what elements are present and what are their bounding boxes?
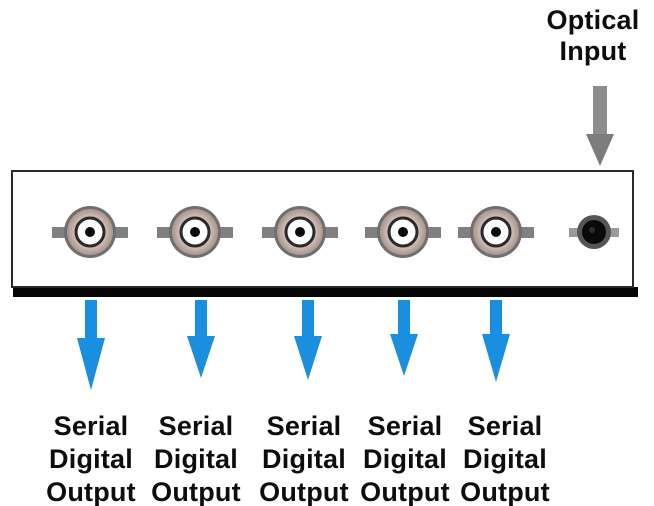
bnc-connector-3 (262, 206, 338, 258)
output-arrow-1 (77, 300, 105, 390)
panel-shadow (13, 287, 638, 297)
bnc-connector-2 (157, 206, 233, 258)
output-label-line2: Digital (49, 444, 133, 474)
bnc-connector-1 (52, 206, 128, 258)
output-label-line3: Output (151, 477, 241, 506)
output-arrow-2 (187, 300, 215, 378)
serial-digital-output-label-2: Serial Digital Output (131, 410, 261, 506)
bnc-connector-4 (365, 206, 441, 258)
optical-input-arrow (586, 86, 614, 166)
bnc-connector-5 (458, 206, 534, 258)
optical-input-label: Optical Input (528, 5, 654, 67)
output-label-line2: Digital (262, 444, 346, 474)
output-label-line1: Serial (467, 411, 543, 441)
output-arrow-5 (482, 300, 510, 382)
optical-input-label-line2: Input (559, 36, 627, 66)
output-label-line2: Digital (463, 444, 547, 474)
optical-input-label-line1: Optical (546, 5, 640, 35)
serial-digital-output-label-1: Serial Digital Output (26, 410, 156, 506)
output-label-line1: Serial (158, 411, 234, 441)
serial-digital-output-label-5: Serial Digital Output (440, 410, 570, 506)
output-arrow-4 (390, 300, 418, 376)
output-label-line3: Output (360, 477, 450, 506)
output-label-line1: Serial (53, 411, 129, 441)
output-label-line2: Digital (154, 444, 238, 474)
output-label-line1: Serial (266, 411, 342, 441)
output-label-line3: Output (46, 477, 136, 506)
serial-digital-output-label-4: Serial Digital Output (340, 410, 470, 506)
optical-connector (569, 215, 619, 249)
output-label-line2: Digital (363, 444, 447, 474)
output-label-line3: Output (460, 477, 550, 506)
output-label-line3: Output (259, 477, 349, 506)
serial-digital-output-label-3: Serial Digital Output (239, 410, 369, 506)
output-arrow-3 (294, 300, 322, 380)
output-label-line1: Serial (367, 411, 443, 441)
